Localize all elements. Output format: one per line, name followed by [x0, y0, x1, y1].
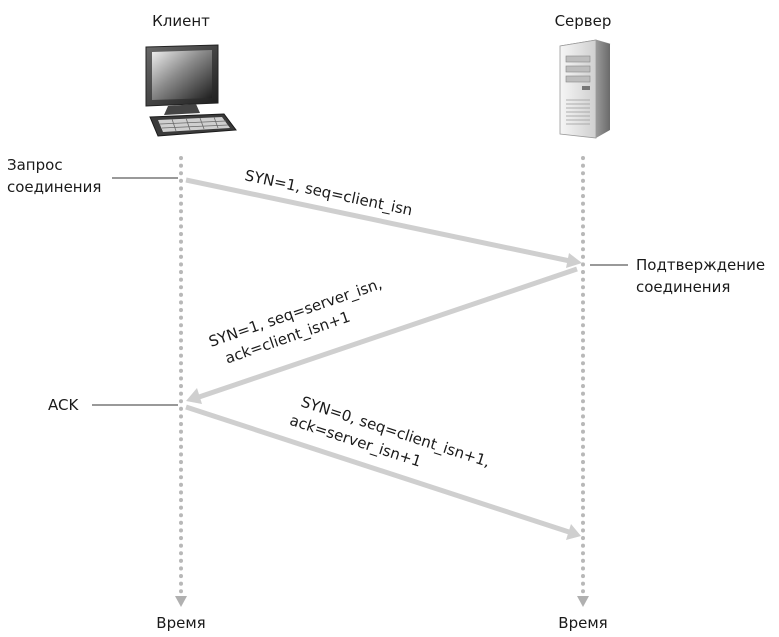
connection-confirm-line-2: соединения	[636, 278, 730, 296]
connection-request-line-2: соединения	[7, 178, 101, 196]
server-time-arrowhead	[577, 596, 589, 607]
client-title: Клиент	[152, 12, 210, 30]
synack-message-label: SYN=1, seq=server_isn, ack=client_isn+1	[206, 273, 396, 372]
client-time-arrowhead	[175, 596, 187, 607]
server-time-label: Время	[558, 614, 607, 632]
connection-confirm-label: Подтверждение соединения	[636, 256, 770, 296]
server-title: Сервер	[555, 12, 612, 30]
syn-arrow	[185, 177, 582, 268]
connection-request-label: Запрос соединения	[7, 156, 101, 196]
ack-label: ACK	[48, 396, 79, 414]
synack-arrow	[186, 266, 578, 404]
ack-arrow	[185, 404, 581, 540]
ack-message-label: SYN=0, seq=client_isn+1, ack=server_isn+…	[287, 391, 497, 493]
connection-confirm-line-1: Подтверждение	[636, 256, 765, 274]
desktop-computer-icon	[145, 44, 237, 137]
connection-request-line-1: Запрос	[7, 156, 63, 174]
client-time-label: Время	[156, 614, 205, 632]
server-tower-icon	[559, 39, 611, 139]
